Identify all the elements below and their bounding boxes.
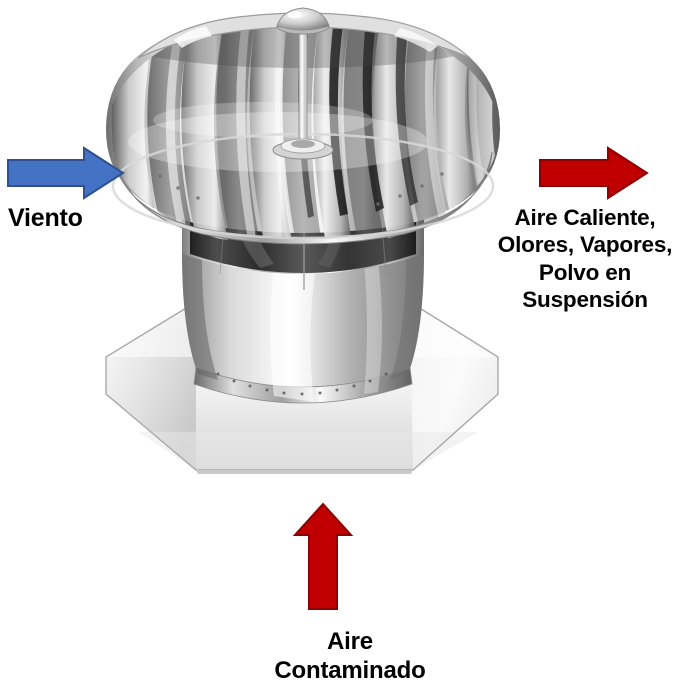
rivet-row bbox=[216, 372, 388, 396]
wind-arrow bbox=[6, 146, 126, 205]
wind-label: Viento bbox=[8, 204, 83, 232]
rim-rivets bbox=[158, 172, 444, 206]
center-shaft bbox=[298, 25, 308, 151]
turbine-roof-ventilator-image bbox=[78, 2, 538, 492]
shaft-hub-flange bbox=[272, 138, 334, 160]
top-bearing-cap bbox=[276, 7, 330, 35]
hot-air-arrow bbox=[538, 146, 650, 205]
hot-air-label: Aire Caliente, Olores, Vapores, Polvo en… bbox=[497, 205, 673, 313]
polluted-air-arrow bbox=[292, 502, 354, 617]
storm-collar bbox=[182, 252, 424, 404]
polluted-air-label: Aire Contaminado bbox=[274, 628, 426, 685]
